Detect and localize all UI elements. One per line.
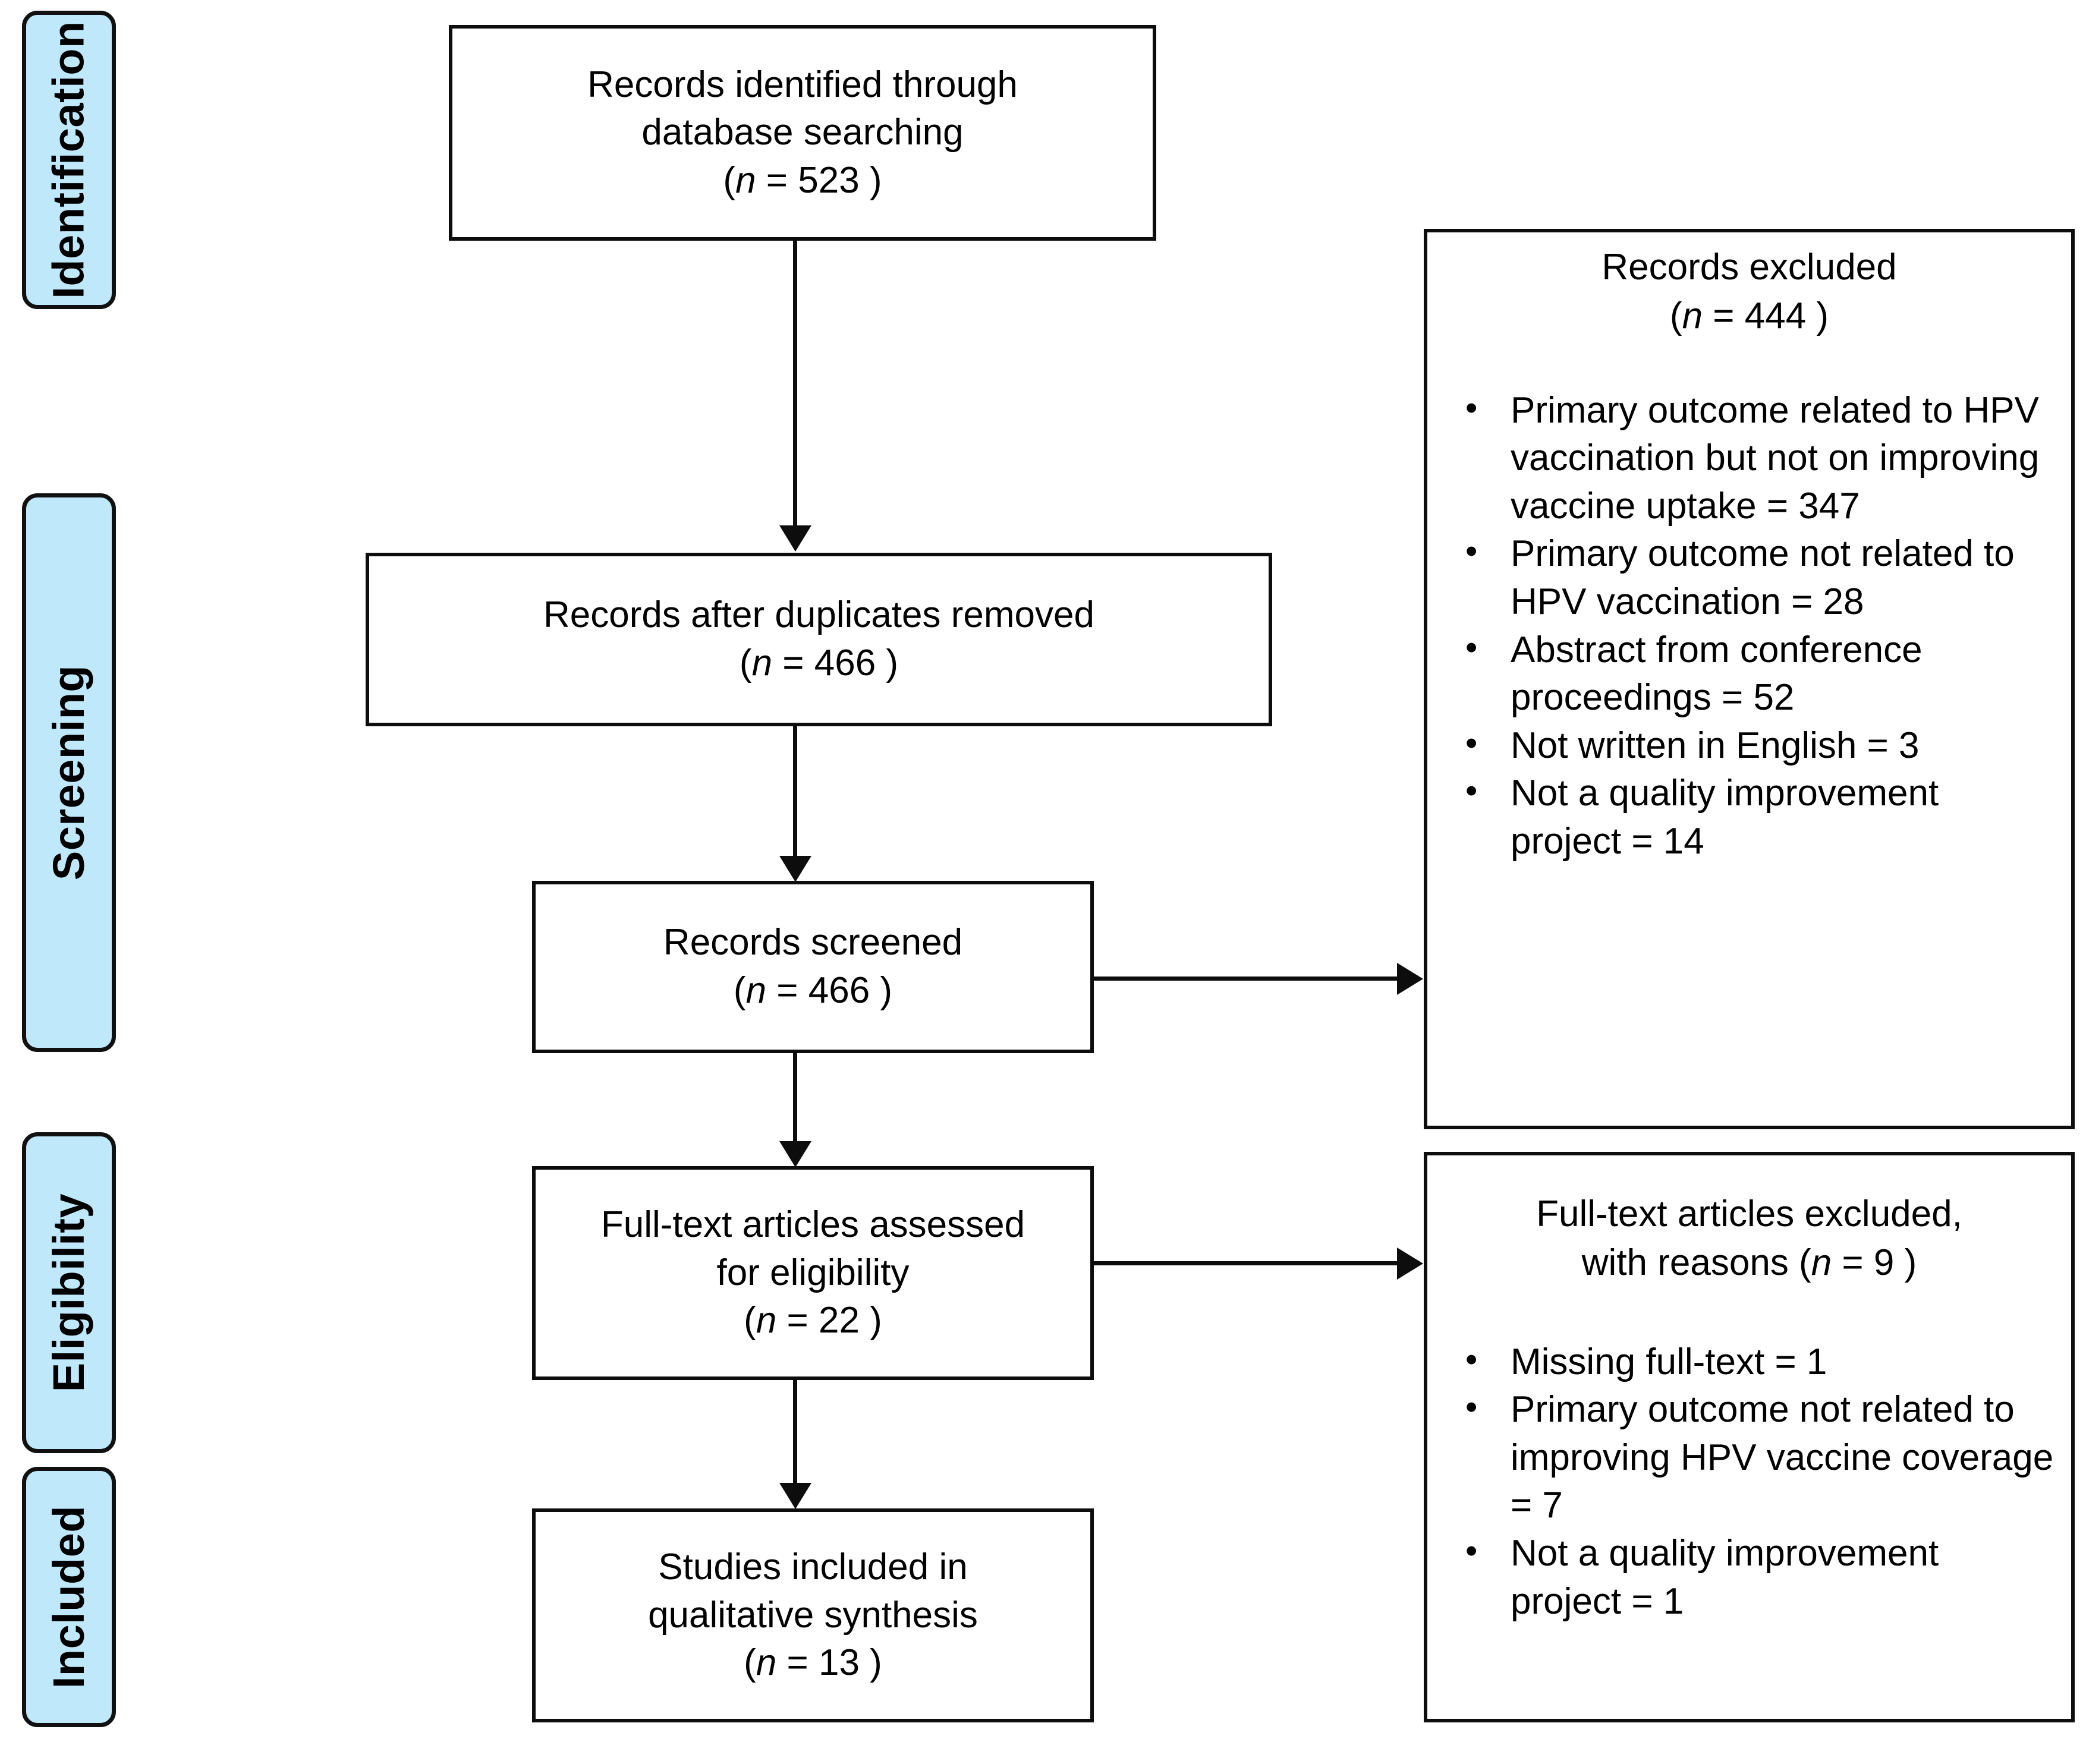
n-equals: = [756,159,798,201]
arrowhead-fulltext-to-included [779,1483,811,1509]
n-symbol: n [735,159,756,201]
arrowhead-screened-to-records-excluded [1397,963,1423,995]
box-fulltext-assessed-line1: Full-text articles assessed [600,1204,1025,1246]
connector-screened-to-records-excluded [1094,976,1398,981]
paren-open: ( [739,642,752,683]
list-item: Not a quality improvement project = 1 [1444,1529,2054,1626]
box-records-excluded-title: Records excluded (n = 444 ) [1444,243,2054,341]
n-value: 22 [818,1300,860,1341]
fulltext-excluded-title-line2: with reasons (n = 9 ) [1444,1239,2054,1287]
box-studies-included-count: (n = 13 ) [744,1639,882,1687]
n-value: 523 [798,159,860,201]
n-symbol: n [1682,295,1703,336]
list-item: Not a quality improvement project = 14 [1444,768,2054,865]
list-item: Missing full-text = 1 [1444,1337,2054,1387]
box-records-after-duplicates-line1: Records after duplicates removed [543,594,1094,636]
paren-open: ( [723,159,736,201]
paren-close: ) [859,1300,882,1341]
box-fulltext-assessed: Full-text articles assessed for eligibil… [532,1166,1094,1380]
stage-chip-identification: Identification [22,11,116,309]
n-value: 466 [814,642,876,683]
paren-open: ( [744,1642,756,1684]
connector-duplicates-to-screened [793,726,797,858]
n-equals: = [1703,295,1745,336]
box-records-identified-line2: database searching [641,112,964,153]
paren-open: ( [1799,1242,1811,1283]
box-records-identified: Records identified through database sear… [449,25,1156,241]
n-equals: = [1832,1242,1874,1283]
paren-open: ( [1669,295,1682,336]
list-item: Not written in English = 3 [1444,721,2054,770]
arrowhead-fulltext-to-fulltext-excluded [1397,1248,1423,1280]
stage-label-screening: Screening [44,664,94,881]
stage-label-identification: Identification [44,21,94,299]
list-item: Abstract from conference proceedings = 5… [1444,625,2054,722]
stage-label-included: Included [44,1505,93,1689]
paren-open: ( [733,970,746,1011]
n-value: 466 [808,970,870,1011]
paren-close: ) [859,159,882,201]
stage-chip-eligibility: Eligibility [22,1132,116,1453]
box-records-after-duplicates: Records after duplicates removed (n = 46… [366,553,1272,726]
n-equals: = [776,1642,819,1684]
with-reasons-label: with reasons [1581,1242,1799,1283]
connector-fulltext-to-included [793,1380,797,1485]
stage-chip-included: Included [22,1467,116,1727]
box-fulltext-assessed-count: (n = 22 ) [744,1297,882,1345]
records-excluded-title-line1: Records excluded [1602,247,1897,288]
box-fulltext-assessed-line2: for eligibility [716,1252,910,1293]
paren-close: ) [876,642,899,683]
list-item: Primary outcome not related to improving… [1444,1385,2054,1530]
connector-fulltext-to-fulltext-excluded [1094,1261,1398,1265]
arrowhead-screened-to-fulltext [779,1141,811,1167]
n-symbol: n [756,1300,777,1341]
box-studies-included-line1: Studies included in [658,1546,968,1588]
paren-close: ) [1894,1242,1917,1283]
box-records-identified-count: (n = 523 ) [723,157,882,205]
records-excluded-count: (n = 444 ) [1444,292,2054,341]
n-value: 9 [1873,1242,1895,1283]
arrowhead-identified-to-duplicates [779,525,811,552]
paren-open: ( [744,1300,756,1341]
box-records-identified-line1: Records identified through [587,64,1018,105]
fulltext-excluded-reason-list: Missing full-text = 1 Primary outcome no… [1444,1337,2054,1626]
n-equals: = [772,642,814,683]
box-studies-included-line2: qualitative synthesis [648,1594,978,1636]
box-records-excluded: Records excluded (n = 444 ) Primary outc… [1424,229,2075,1129]
box-records-screened-count: (n = 466 ) [734,967,892,1015]
box-fulltext-excluded: Full-text articles excluded, with reason… [1424,1152,2075,1722]
connector-screened-to-fulltext [793,1053,797,1144]
paren-close: ) [1806,295,1829,336]
list-item: Primary outcome related to HPV vaccinati… [1444,386,2054,531]
n-value: 13 [818,1642,860,1684]
n-value: 444 [1744,295,1807,336]
box-fulltext-excluded-title: Full-text articles excluded, with reason… [1444,1190,2054,1287]
paren-close: ) [870,970,893,1011]
n-symbol: n [751,642,773,683]
records-excluded-reason-list: Primary outcome related to HPV vaccinati… [1444,386,2054,866]
n-symbol: n [1811,1242,1832,1283]
list-item: Primary outcome not related to HPV vacci… [1444,529,2054,626]
n-equals: = [776,1300,819,1341]
paren-close: ) [859,1642,882,1684]
box-records-screened: Records screened (n = 466 ) [532,881,1094,1053]
box-studies-included: Studies included in qualitative synthesi… [532,1508,1094,1722]
n-equals: = [766,970,808,1011]
fulltext-excluded-title-line1: Full-text articles excluded, [1536,1193,1962,1234]
box-records-after-duplicates-count: (n = 466 ) [740,640,898,688]
box-records-screened-line1: Records screened [663,922,963,963]
arrowhead-duplicates-to-screened [779,856,811,882]
connector-identified-to-duplicates [793,241,797,527]
stage-chip-screening: Screening [22,493,116,1052]
stage-label-eligibility: Eligibility [44,1193,94,1393]
n-symbol: n [756,1642,777,1684]
n-symbol: n [745,970,767,1011]
